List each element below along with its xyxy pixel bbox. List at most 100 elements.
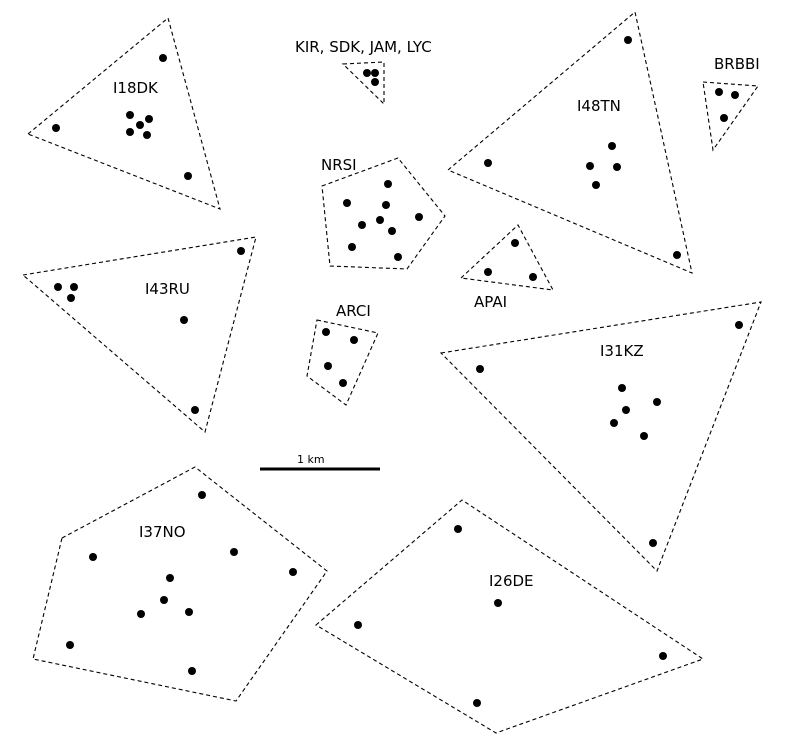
station xyxy=(363,69,371,77)
array-arci-boundary xyxy=(306,319,379,406)
array-i37no: I37NO xyxy=(32,466,328,702)
array-label-i31kz: I31KZ xyxy=(600,342,644,360)
station xyxy=(731,91,739,99)
array-i26de-boundary xyxy=(315,499,705,734)
station xyxy=(348,243,356,251)
station xyxy=(394,253,402,261)
station xyxy=(160,596,168,604)
array-i31kz: I31KZ xyxy=(439,301,762,572)
station xyxy=(624,36,632,44)
array-nrsi-boundary xyxy=(321,157,446,270)
array-label-nrsi: NRSI xyxy=(321,156,357,174)
array-label-apai: APAI xyxy=(474,293,507,311)
station xyxy=(484,268,492,276)
array-apai: APAI xyxy=(459,224,554,311)
array-i18dk-boundary xyxy=(26,17,221,210)
station xyxy=(237,247,245,255)
station xyxy=(136,121,144,129)
array-i43ru: I43RU xyxy=(21,236,257,433)
station xyxy=(145,115,153,123)
station xyxy=(54,283,62,291)
station xyxy=(343,199,351,207)
station xyxy=(339,379,347,387)
array-i31kz-boundary xyxy=(439,301,762,572)
array-label-brbbi: BRBBI xyxy=(714,55,760,73)
station xyxy=(376,216,384,224)
station xyxy=(618,384,626,392)
station xyxy=(137,610,145,618)
station xyxy=(126,128,134,136)
station xyxy=(511,239,519,247)
station xyxy=(198,491,206,499)
array-i26de: I26DE xyxy=(315,499,705,734)
station xyxy=(473,699,481,707)
array-kir-sdk-jam-lyc: KIR, SDK, JAM, LYC xyxy=(295,38,432,106)
station xyxy=(354,621,362,629)
array-i37no-boundary xyxy=(32,466,328,702)
array-i43ru-boundary xyxy=(21,236,257,433)
station xyxy=(659,652,667,660)
station xyxy=(382,201,390,209)
scale-bar-label: 1 km xyxy=(297,453,325,466)
array-label-i18dk: I18DK xyxy=(113,79,159,97)
station xyxy=(159,54,167,62)
station xyxy=(484,159,492,167)
array-label-i43ru: I43RU xyxy=(145,280,190,298)
station xyxy=(185,608,193,616)
station xyxy=(640,432,648,440)
station xyxy=(649,539,657,547)
scale-bar: 1 km xyxy=(260,453,380,471)
station xyxy=(610,419,618,427)
station xyxy=(230,548,238,556)
station xyxy=(371,69,379,77)
station xyxy=(70,283,78,291)
station xyxy=(653,398,661,406)
array-nrsi: NRSI xyxy=(321,156,446,270)
array-brbbi: BRBBI xyxy=(702,55,760,152)
station xyxy=(586,162,594,170)
station xyxy=(735,321,743,329)
station xyxy=(529,273,537,281)
station xyxy=(191,406,199,414)
array-i48tn-boundary xyxy=(446,10,693,274)
station xyxy=(358,221,366,229)
station xyxy=(415,213,423,221)
station xyxy=(66,641,74,649)
station xyxy=(180,316,188,324)
station xyxy=(143,131,151,139)
station xyxy=(188,667,196,675)
station xyxy=(715,88,723,96)
array-label-kir-sdk-jam-lyc: KIR, SDK, JAM, LYC xyxy=(295,38,432,56)
station xyxy=(166,574,174,582)
station xyxy=(592,181,600,189)
station xyxy=(720,114,728,122)
station xyxy=(622,406,630,414)
station xyxy=(613,163,621,171)
station xyxy=(608,142,616,150)
station xyxy=(371,78,379,86)
array-label-i48tn: I48TN xyxy=(577,97,621,115)
station xyxy=(454,525,462,533)
array-label-i37no: I37NO xyxy=(139,523,186,541)
station xyxy=(476,365,484,373)
array-brbbi-boundary xyxy=(702,81,760,152)
station xyxy=(289,568,297,576)
station xyxy=(67,294,75,302)
station xyxy=(126,111,134,119)
array-apai-boundary xyxy=(459,224,554,291)
array-i18dk: I18DK xyxy=(26,17,221,210)
station xyxy=(384,180,392,188)
array-i48tn: I48TN xyxy=(446,10,693,274)
array-label-i26de: I26DE xyxy=(489,572,534,590)
station xyxy=(184,172,192,180)
array-label-arci: ARCI xyxy=(336,302,371,320)
station xyxy=(673,251,681,259)
station xyxy=(52,124,60,132)
station xyxy=(322,328,330,336)
station xyxy=(350,336,358,344)
station xyxy=(494,599,502,607)
station xyxy=(324,362,332,370)
station xyxy=(388,227,396,235)
station xyxy=(89,553,97,561)
